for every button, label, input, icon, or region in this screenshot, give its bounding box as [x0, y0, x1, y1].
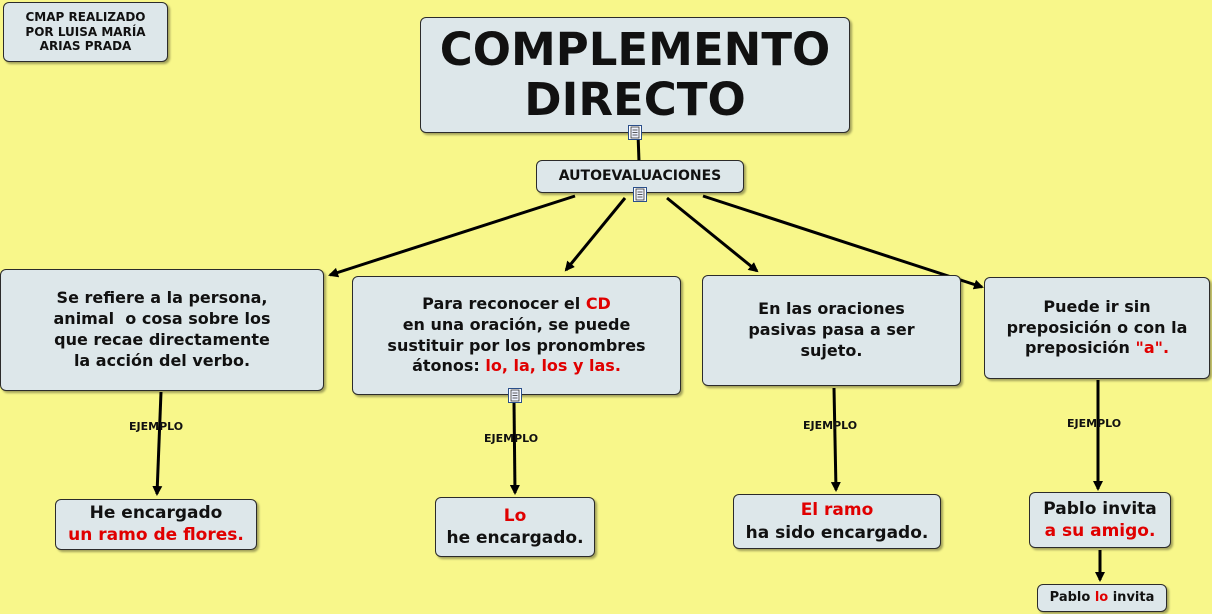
- text-line: animal o cosa sobre los: [53, 309, 271, 329]
- link-auto-c4: [702, 194, 984, 290]
- text-line: Se refiere a la persona,: [56, 288, 268, 308]
- link-c1-e1: [152, 391, 163, 496]
- document-icon[interactable]: [628, 125, 642, 140]
- text-span: invita: [1108, 589, 1155, 605]
- example-node-2[interactable]: Lo he encargado.: [435, 497, 595, 557]
- text-span: Para reconocer el: [422, 293, 586, 313]
- text-line: átonos: lo, la, los y las.: [412, 356, 621, 377]
- text-line: pasivas pasa a ser: [748, 320, 915, 340]
- text-line: que recae directamente: [54, 330, 270, 349]
- concept-node-passive[interactable]: En las oraciones pasivas pasa a ser suje…: [702, 275, 961, 386]
- text-line: preposición "a".: [1025, 338, 1169, 359]
- text-line: Puede ir sin: [1043, 296, 1151, 316]
- link-c3-e3: [830, 387, 841, 492]
- highlight-cd: CD: [585, 293, 611, 313]
- text-line: sujeto.: [800, 340, 863, 360]
- highlight-text: a su amigo.: [1044, 521, 1156, 541]
- main-concept-node[interactable]: COMPLEMENTO DIRECTO: [420, 17, 850, 133]
- link-label-ejemplo: EJEMPLO: [803, 419, 858, 432]
- text-line: Pablo invita: [1043, 498, 1157, 519]
- link-c2-e2: [509, 401, 520, 495]
- credit-line: ARIAS PRADA: [39, 39, 132, 54]
- text-line: preposición o con la: [1006, 317, 1188, 337]
- text-line: sustituir por los pronombres: [387, 335, 646, 355]
- example-node-5[interactable]: Pablo lo invita: [1037, 584, 1167, 612]
- highlight-text: Lo: [503, 505, 527, 526]
- document-icon[interactable]: [508, 388, 522, 403]
- concept-node-recognition[interactable]: Para reconocer el CD en una oración, se …: [352, 276, 681, 395]
- text-span: Pablo: [1049, 589, 1095, 605]
- text-span: átonos:: [412, 356, 486, 376]
- link-label-ejemplo: EJEMPLO: [1067, 417, 1122, 430]
- text-span: .: [1162, 338, 1170, 358]
- text-line: la acción del verbo.: [73, 350, 251, 370]
- main-title-line: COMPLEMENTO: [439, 22, 831, 76]
- main-title-line: DIRECTO: [524, 73, 746, 126]
- highlight-pronouns: lo, la, los y las.: [485, 356, 621, 376]
- credit-box: CMAP REALIZADO POR LUISA MARÍA ARIAS PRA…: [3, 2, 168, 62]
- text-line: Para reconocer el CD: [422, 294, 611, 315]
- concept-node-definition[interactable]: Se refiere a la persona, animal o cosa s…: [0, 269, 324, 391]
- credit-line: POR LUISA MARÍA: [25, 24, 146, 39]
- highlight-text: un ramo de flores.: [68, 524, 244, 545]
- example-node-3[interactable]: El ramo ha sido encargado.: [733, 494, 941, 549]
- text-line: en una oración, se puede: [402, 314, 631, 334]
- text-line: he encargado.: [446, 528, 584, 548]
- highlight-a: "a": [1135, 338, 1163, 358]
- text-line: He encargado: [89, 503, 223, 524]
- link-label-ejemplo: EJEMPLO: [129, 420, 184, 433]
- text-span: preposición: [1024, 338, 1136, 358]
- text-line: ha sido encargado.: [745, 522, 929, 543]
- highlight-text: El ramo: [800, 500, 874, 521]
- document-icon[interactable]: [633, 187, 647, 202]
- example-node-1[interactable]: He encargado un ramo de flores.: [55, 499, 257, 550]
- link-auto-c2: [564, 197, 627, 272]
- autoevaluaciones-label: AUTOEVALUACIONES: [558, 168, 722, 185]
- concept-node-preposition[interactable]: Puede ir sin preposición o con la prepos…: [984, 277, 1210, 379]
- link-auto-c3: [666, 196, 759, 273]
- highlight-lo: lo: [1094, 589, 1109, 605]
- example-node-4[interactable]: Pablo invita a su amigo.: [1029, 492, 1171, 548]
- text-line: En las oraciones: [758, 299, 905, 319]
- link-label-ejemplo: EJEMPLO: [484, 432, 539, 445]
- link-auto-c1: [328, 194, 576, 278]
- credit-line: CMAP REALIZADO: [25, 10, 146, 25]
